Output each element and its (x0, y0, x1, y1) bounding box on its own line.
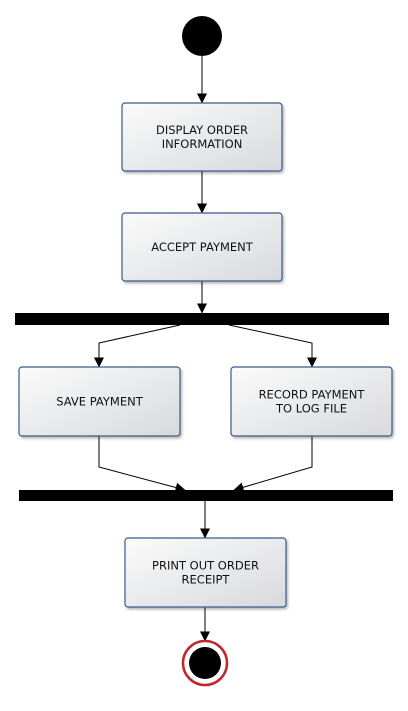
initial-node (182, 16, 222, 56)
action-label: RECORD PAYMENT (259, 388, 366, 402)
flow-arrows (94, 56, 317, 642)
action-box (18, 366, 181, 437)
action-accept: ACCEPT PAYMENT (121, 212, 283, 282)
action-label: INFORMATION (162, 137, 243, 151)
action-label: DISPLAY ORDER (156, 123, 248, 137)
action-box (124, 537, 287, 608)
action-box (230, 366, 393, 437)
join-bar (19, 490, 393, 501)
action-label: SAVE PAYMENT (56, 395, 143, 409)
action-label: TO LOG FILE (275, 402, 347, 416)
edge-save-to-join (98, 436, 186, 493)
action-label: RECEIPT (182, 573, 231, 587)
fork-bar (15, 313, 389, 325)
action-box (121, 212, 283, 282)
edge-fork-to-save (94, 324, 181, 368)
action-label: PRINT OUT ORDER (152, 559, 259, 573)
final-node-core (189, 647, 221, 679)
edge-record-to-join (233, 436, 313, 493)
action-save: SAVE PAYMENT (18, 366, 181, 437)
action-label: ACCEPT PAYMENT (151, 240, 254, 254)
edge-fork-to-record (228, 324, 317, 368)
action-box (121, 102, 283, 172)
